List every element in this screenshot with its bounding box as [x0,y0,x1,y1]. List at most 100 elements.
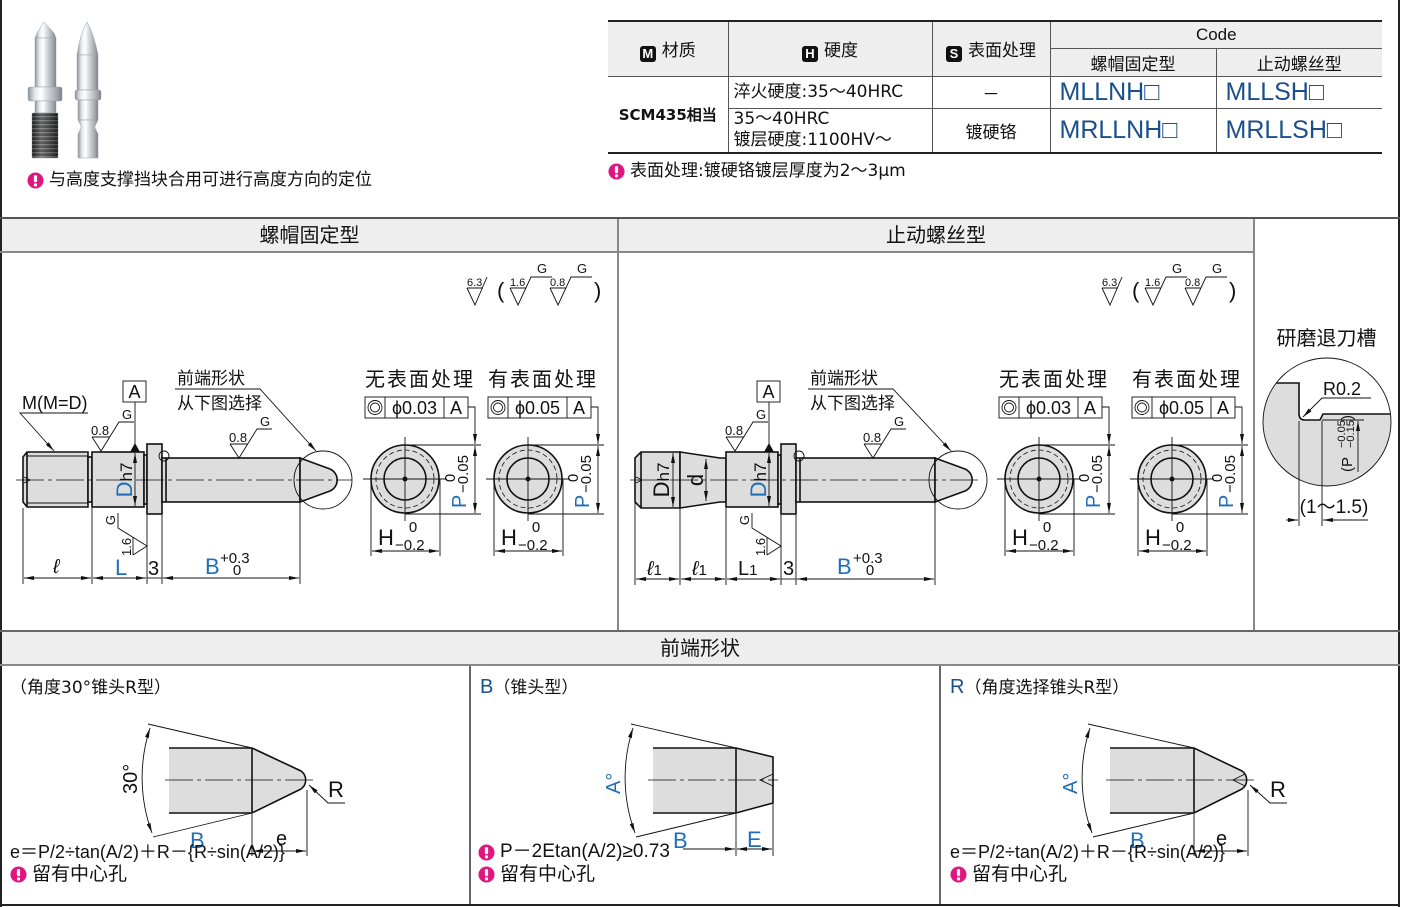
roughness-value: 1.6 [1145,277,1160,289]
note-text: 留有中心孔 [32,863,128,885]
tip-shape-name: （锥头型） [493,678,579,698]
tip-fill [1110,748,1247,813]
header-code: Code [1049,20,1383,49]
tip-callout-line-1: 前端形状 [177,369,245,389]
roughness-value: 1.6 [753,538,768,556]
hidden-circle [375,449,435,509]
tolerance-value: ϕ0.03 [1026,398,1071,418]
legend-close-paren: ) [1229,278,1236,303]
tolerance-value: ϕ0.05 [515,398,560,418]
code-set-screw: MRLLSH□ [1215,107,1383,154]
collar [780,443,797,515]
p-extension-lines [528,444,604,515]
tip-shape-name: （角度30°锥头R型） [10,678,171,698]
pin-nut-fixed-type [27,21,63,159]
end-section [634,451,681,509]
tip-shape-r-drawing: A° R B e [1060,723,1287,856]
inner-circle [1017,457,1061,501]
tolerance-datum: A [1217,398,1229,418]
relief-width-extensions [1298,421,1323,526]
center-hole-mark [758,773,774,787]
tip-header-bottom-rule [0,664,1400,666]
svg-text:−0.05: −0.05 [578,455,595,493]
inner-circle [506,457,550,501]
frame-left-border [0,0,2,907]
exclamation-balloon-icon [478,865,495,883]
svg-text:0: 0 [442,474,459,482]
tip-shape-name: （角度选择锥头R型） [964,678,1130,698]
hidden-circle [1142,449,1202,509]
table-note-text: 表面处理:镀硬铬镀层厚度为2～3μm [630,161,906,181]
tip-length-label: E [747,827,762,852]
end-view-title: 无表面处理 [365,367,475,391]
concentricity-tolerance-frame: ϕ0.05 A [487,396,592,419]
legend-open-paren: ( [497,278,505,303]
tip-detail-circle [928,450,988,510]
roughness-process: G [577,261,587,276]
svg-text:): ) [1339,415,1356,420]
hardness-line-2: 镀层硬度:1100HV～ [733,130,892,151]
roughness-symbol-face: 1.6 G [737,513,782,556]
surface-value: － [931,75,1051,109]
header-code-nut-fixed: 螺帽固定型 [1049,47,1217,77]
datum-triangle [130,443,140,452]
svg-text:−0.05: −0.05 [455,455,472,493]
tip-section-header [2,632,1398,664]
tip-shape-title-r: R（角度选择锥头R型） [950,677,1129,698]
exclamation-balloon-icon [10,865,27,883]
body-relief [143,454,148,505]
product-note-text: 与高度支撑挡块合用可进行高度方向的定位 [49,170,372,190]
outer-circle [1004,444,1074,514]
roughness-value: 0.8 [863,430,881,445]
concentricity-icon [367,400,383,415]
end-view-set-screw-untreated: 无表面处理 ϕ0.03 A P 0 −0.05 H 0 −0.2 [997,367,1115,556]
p-dimension-label: P 0 −0.05 [565,455,595,508]
drawing-divider-1 [617,219,619,631]
note-text: 留有中心孔 [972,863,1068,885]
roughness-process: G [260,414,270,429]
p-dimension-label: P 0 −0.05 [442,455,472,508]
concentricity-icon [1134,400,1150,415]
section-title-tip-shapes: 前端形状 [660,636,740,660]
concentricity-tolerance-frame: ϕ0.03 A [364,396,469,419]
code-nut-fixed: MRLLNH□ [1049,107,1217,154]
roughness-symbol-shaft: 0.8 G [863,414,906,459]
crosshair [997,437,1081,521]
radius-leader [308,784,345,804]
relief-depth-label: (P −0.05 −0.15 ) [1336,415,1357,472]
drawing-header-bottom-rule [0,251,1254,253]
end-view-nut-fixed-treated: 有表面处理 ϕ0.05 A P 0 −0.05 H 0 −0.2 [486,367,604,556]
frame-bottom-border [0,904,1400,906]
p-dimension-label: P 0 −0.05 [1209,455,1239,508]
concentricity-tolerance-frame: ϕ0.05 A [1131,396,1236,419]
roughness-legend-nut-fixed: 6.3 ( 1.6 G 0.8 G ) [466,261,601,307]
roughness-symbol-body: 0.8 G [725,407,768,452]
end-length-label: ℓ1 [646,558,662,580]
center-hole-mark [635,476,644,484]
angle-arc [141,727,153,834]
h-label: H [1145,525,1161,550]
svg-text:P: P [572,495,594,508]
end-view-set-screw-treated: 有表面处理 ϕ0.05 A P 0 −0.05 H 0 −0.2 [1130,367,1248,556]
shaft-length-label: B [837,554,852,579]
angle-label: A° [1060,773,1082,794]
angle-arc [1081,727,1093,834]
shaft-length-label: B [205,554,220,579]
tip-shape-note-b-center-hole: 留有中心孔 [478,864,595,884]
drawing-section-top-rule [0,217,1400,219]
body-section [91,451,145,508]
material-value: SCM435相当 [608,75,729,154]
roughness-symbol-face: 1.6 G [103,513,148,556]
crosshair [363,437,447,521]
roughness-value: 6.3 [467,277,482,289]
collar-length-label: 3 [783,558,794,580]
dim-extension-lines [22,503,301,584]
svg-text:0: 0 [1076,474,1093,482]
roughness-symbol-0-8: 0.8 G [549,261,592,307]
tip-fill [653,748,773,813]
roughness-process: G [1172,261,1182,276]
roughness-symbol-1-6: 1.6 G [509,261,552,307]
p-extension-lines [405,444,481,515]
concentricity-icon [1001,400,1017,415]
